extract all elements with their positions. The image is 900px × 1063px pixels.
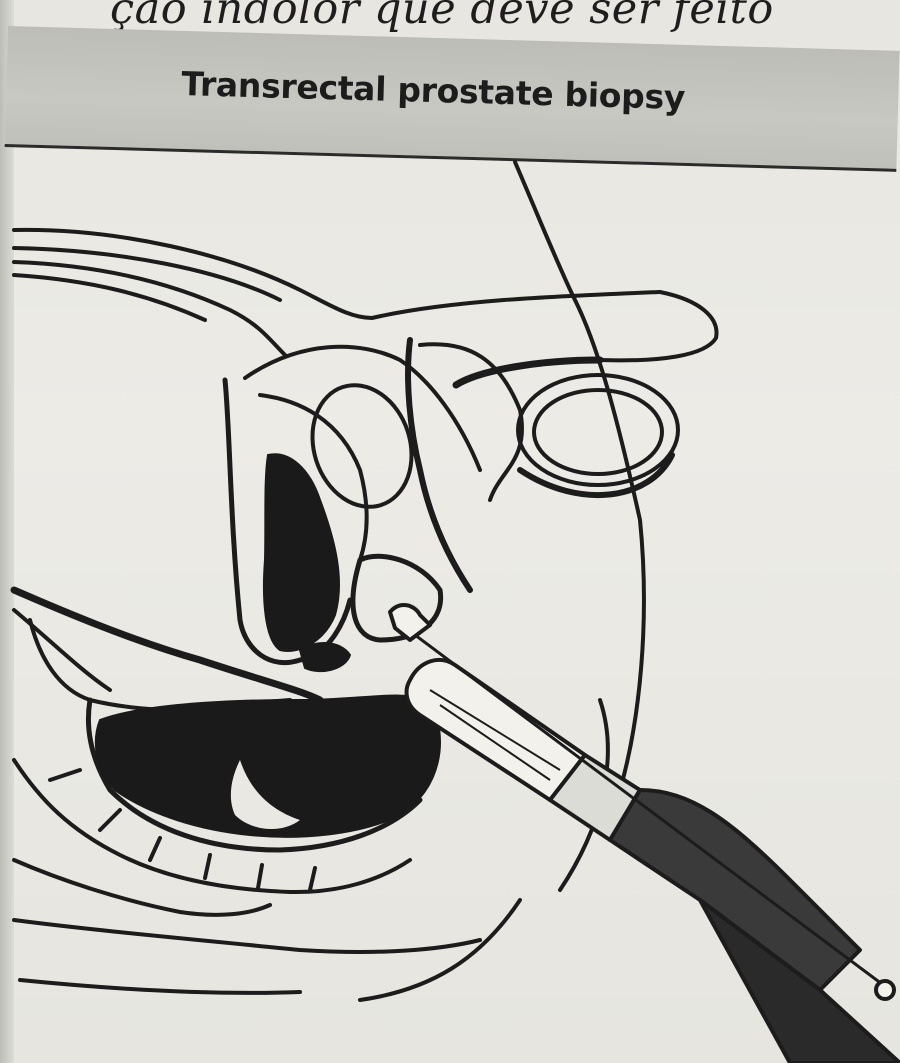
- pubic-outline: [600, 292, 717, 360]
- needle-guide: [390, 605, 430, 640]
- biopsy-needle: [395, 620, 890, 990]
- ultrasound-probe: [390, 605, 900, 1063]
